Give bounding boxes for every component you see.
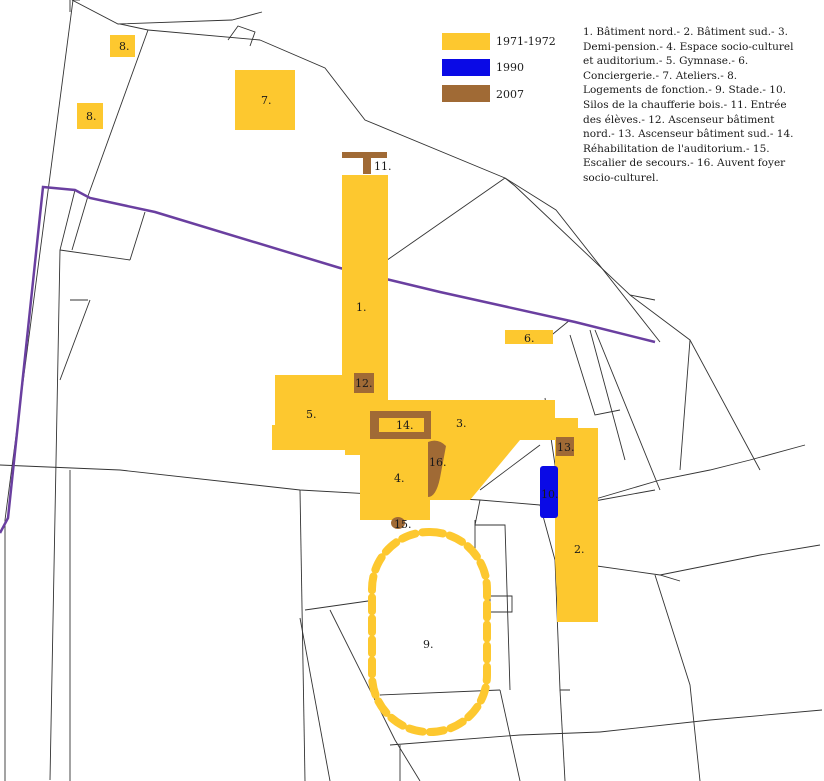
- label-15: 15.: [394, 518, 412, 531]
- legend: 1971-1972 1990 2007: [442, 33, 556, 102]
- item-13-lift-south: [556, 437, 574, 456]
- item-15-stairs: [391, 517, 405, 529]
- item-16-canopy: [428, 440, 446, 497]
- item-12-lift-north: [354, 373, 374, 393]
- stadium-9-track: [368, 528, 491, 736]
- label-8b: 8.: [86, 110, 97, 123]
- buildings-2007: [342, 152, 574, 529]
- building-1-north: [272, 175, 555, 520]
- label-8a: 8.: [119, 40, 130, 53]
- label-11: 11.: [374, 160, 392, 173]
- label-4: 4.: [394, 472, 405, 485]
- building-6-concierge: [505, 330, 553, 344]
- label-13: 13.: [557, 441, 575, 454]
- legend-swatch-2007: [442, 85, 490, 102]
- label-2: 2.: [574, 543, 585, 556]
- label-16: 16.: [429, 456, 447, 469]
- label-14: 14.: [396, 419, 414, 432]
- legend-label-1990: 1990: [496, 61, 524, 74]
- label-6: 6.: [524, 332, 535, 345]
- label-1: 1.: [356, 301, 367, 314]
- legend-swatch-1971: [442, 33, 490, 50]
- building-7-workshops: [235, 70, 295, 130]
- boundary-line: [0, 185, 656, 534]
- buildings-1971: [77, 35, 598, 622]
- building-8b-housing: [77, 103, 103, 129]
- building-8a-housing: [110, 35, 135, 57]
- legend-label-2007: 2007: [496, 88, 524, 101]
- label-12: 12.: [355, 377, 373, 390]
- label-3: 3.: [456, 417, 467, 430]
- number-labels: 1. 2. 3. 4. 5. 6. 7. 8. 8. 9. 10. 11. 12…: [86, 40, 585, 651]
- label-10: 10.: [541, 488, 559, 501]
- building-2-south: [555, 418, 598, 622]
- item-11-entrance-stem: [363, 152, 371, 174]
- legend-description: 1. Bâtiment nord.- 2. Bâtiment sud.- 3. …: [583, 26, 794, 184]
- label-5: 5.: [306, 408, 317, 421]
- label-9: 9.: [423, 638, 434, 651]
- label-7: 7.: [261, 94, 272, 107]
- legend-swatch-1990: [442, 59, 490, 76]
- item-14-auditorium-frame: [370, 411, 431, 439]
- item-10-silos: [540, 466, 558, 518]
- legend-label-1971: 1971-1972: [496, 35, 556, 48]
